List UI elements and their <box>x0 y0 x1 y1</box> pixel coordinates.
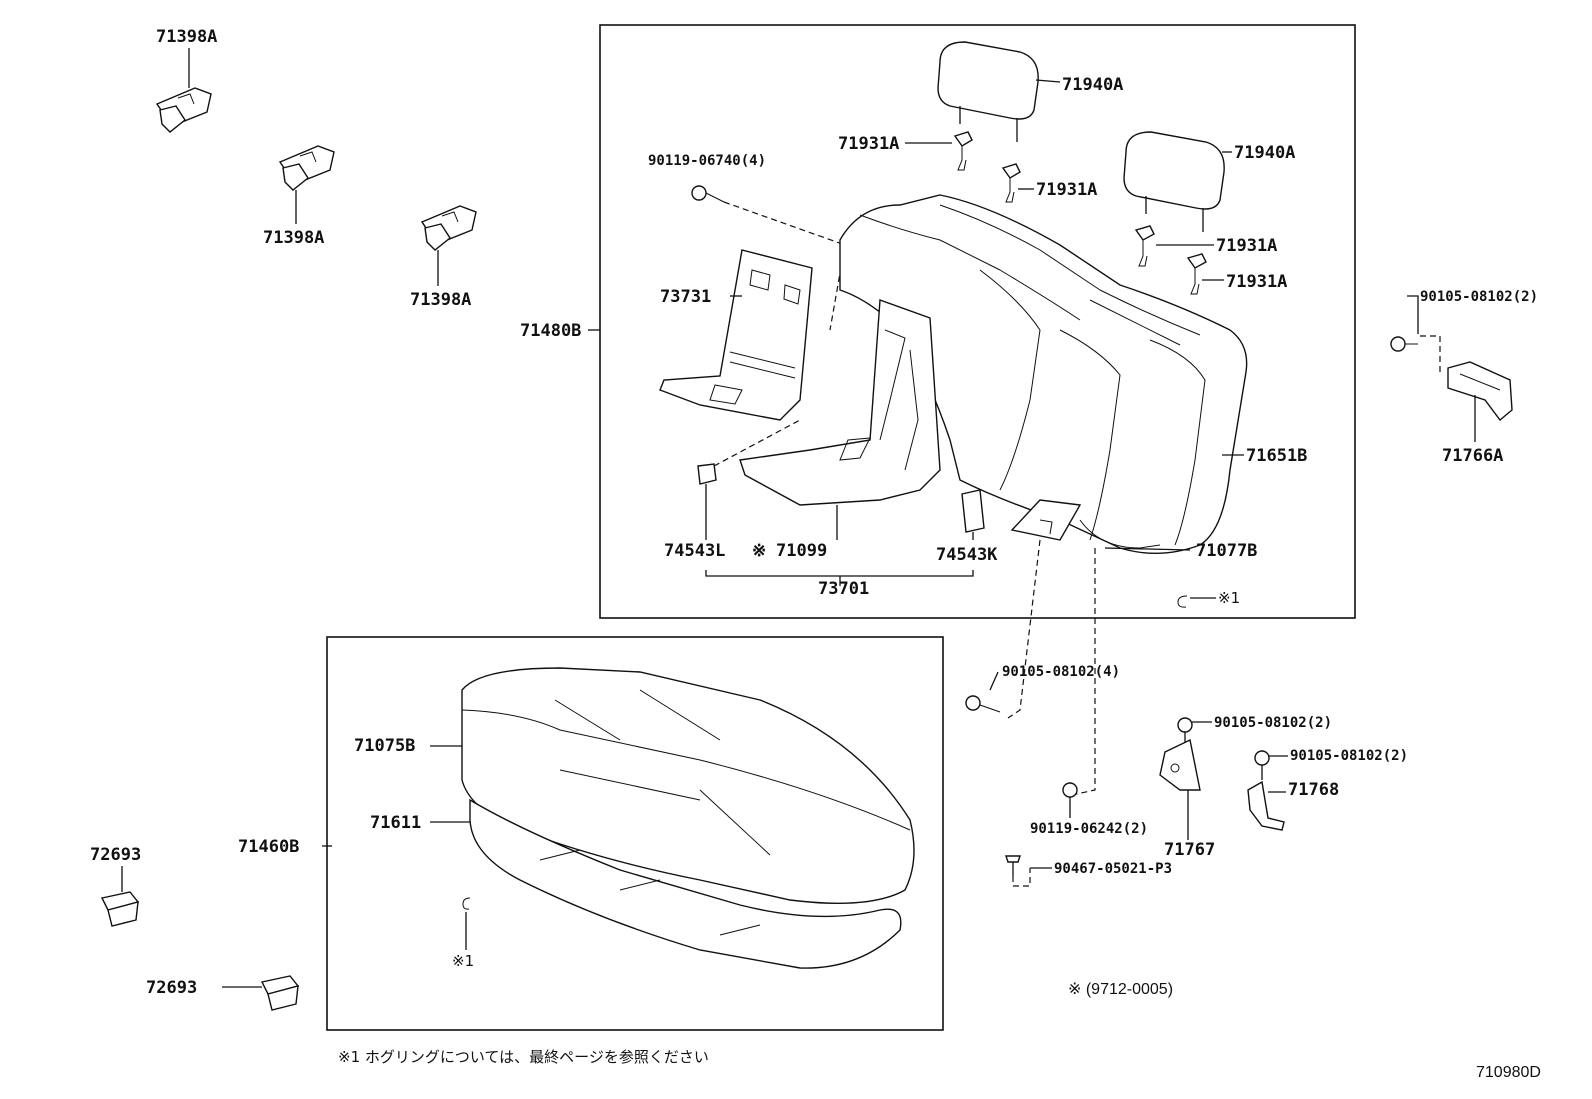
clip-72693-2 <box>222 975 300 1011</box>
label-73731: 73731 <box>660 287 711 307</box>
clip-71398A-2 <box>278 145 335 224</box>
hog-ring-ref-1 <box>1177 595 1216 608</box>
bracket-73701 <box>705 570 974 586</box>
label-90105-08102-2c: 90105-08102(2) <box>1290 748 1408 764</box>
support-71931A-1 <box>905 131 973 171</box>
bolt-90105-08102-2a <box>1390 295 1441 375</box>
label-90119-06242: 90119-06242(2) <box>1030 821 1148 837</box>
label-71460B: 71460B <box>238 837 299 857</box>
bracket-71767 <box>1159 738 1201 840</box>
label-ring-ref-2: ※1 <box>452 952 474 970</box>
hinge-bracket <box>1007 499 1096 796</box>
label-71940A-2: 71940A <box>1234 143 1295 163</box>
label-73701: 73701 <box>818 579 869 599</box>
cover-71077B <box>1079 519 1191 551</box>
label-71398A-2: 71398A <box>263 228 324 248</box>
label-71099: 71099 <box>776 541 827 561</box>
bolt-90119-06242 <box>1062 782 1078 818</box>
label-71768: 71768 <box>1288 780 1339 800</box>
label-72693-1: 72693 <box>90 845 141 865</box>
clip-74543L <box>697 419 801 540</box>
label-71767: 71767 <box>1164 840 1215 860</box>
panel-73731 <box>659 249 813 421</box>
clip-71398A-1 <box>155 48 212 133</box>
label-71611: 71611 <box>370 813 421 833</box>
label-74543L: 74543L <box>664 541 725 561</box>
hog-ring-ref-2 <box>462 897 471 950</box>
armrest-71099 <box>739 299 941 540</box>
label-71077B: 71077B <box>1196 541 1257 561</box>
label-71398A-1: 71398A <box>156 27 217 47</box>
label-71931A-3: 71931A <box>1216 236 1277 256</box>
bracket-71766A <box>1447 361 1513 442</box>
bolt-90467-05021 <box>1005 855 1052 887</box>
support-71931A-2 <box>1001 163 1034 203</box>
bracket-71768 <box>1247 780 1286 831</box>
label-71075B: 71075B <box>354 736 415 756</box>
headrest-71940A-1 <box>937 41 1061 142</box>
bolt-90119-06740 <box>691 185 846 331</box>
bolt-90105-08102-4 <box>965 671 1001 713</box>
label-ring-ref-1: ※1 <box>1218 589 1240 607</box>
bolt-90105-08102-2b <box>1177 717 1212 745</box>
label-71480B: 71480B <box>520 321 581 341</box>
label-71651B: 71651B <box>1246 446 1307 466</box>
label-72693-2: 72693 <box>146 978 197 998</box>
diagram-id: 710980D <box>1476 1064 1541 1081</box>
label-90105-08102-2a: 90105-08102(2) <box>1420 289 1538 305</box>
label-71940A-1: 71940A <box>1062 75 1123 95</box>
seat-cushion-group-frame <box>326 636 944 1031</box>
label-90105-08102-4: 90105-08102(4) <box>1002 664 1120 680</box>
clip-72693-1 <box>100 866 140 927</box>
clip-71398A-3 <box>420 205 477 286</box>
label-asterisk: ※ <box>752 541 766 561</box>
label-71931A-1: 71931A <box>838 134 899 154</box>
label-71766A: 71766A <box>1442 446 1503 466</box>
label-71931A-2: 71931A <box>1036 180 1097 200</box>
label-74543K: 74543K <box>936 545 998 565</box>
seatback-group-frame <box>599 24 1356 619</box>
label-90467-05021: 90467-05021-P3 <box>1054 861 1172 877</box>
code-note: ※ (9712-0005) <box>1068 981 1173 998</box>
footnote: ※1 ホグリングについては、最終ページを参照ください <box>338 1048 709 1066</box>
label-90105-08102-2b: 90105-08102(2) <box>1214 715 1332 731</box>
support-71931A-4 <box>1186 253 1224 295</box>
support-71931A-3 <box>1134 225 1214 267</box>
seat-cushion-assembly-71460B <box>322 667 915 969</box>
clip-74543K <box>961 489 985 540</box>
label-71398A-3: 71398A <box>410 290 471 310</box>
bolt-90105-08102-2c <box>1254 750 1288 780</box>
label-90119-06740: 90119-06740(4) <box>648 153 766 169</box>
headrest-71940A-2 <box>1123 131 1232 232</box>
label-71931A-4: 71931A <box>1226 272 1287 292</box>
